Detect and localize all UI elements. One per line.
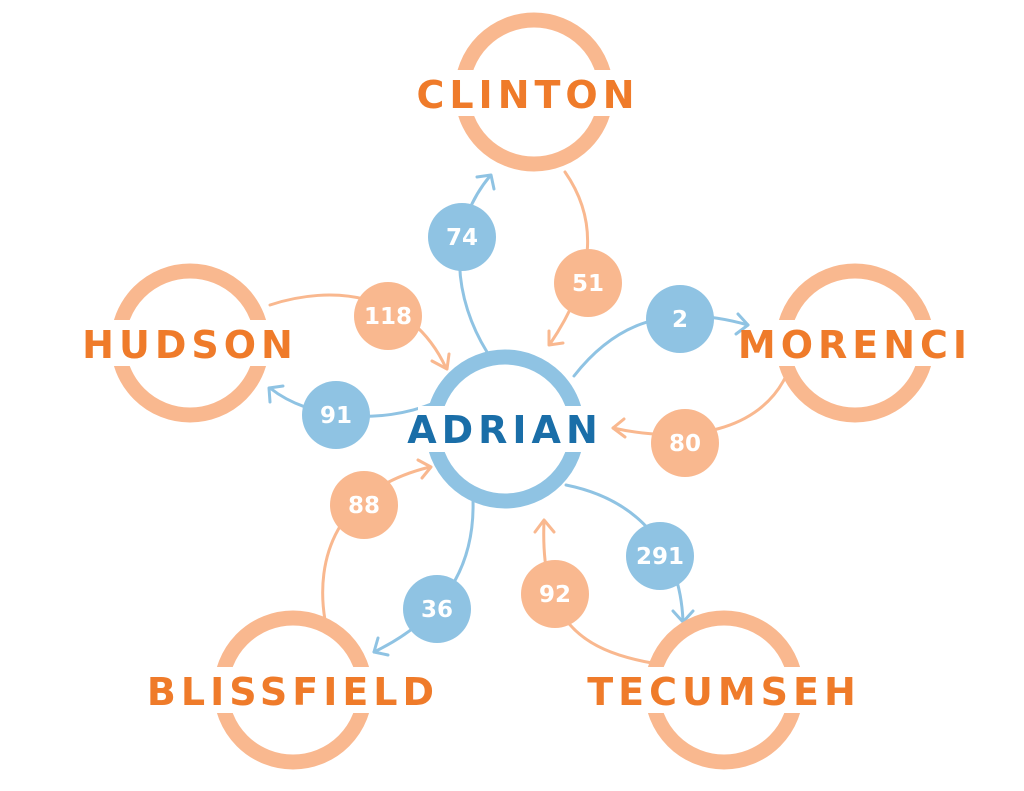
badge-blissfield-to-adrian-value: 88 (348, 493, 380, 519)
town-label-clinton: CLINTON (416, 73, 639, 117)
flow-morenci-to-adrian (611, 374, 788, 437)
badge-tecumseh-to-adrian: 92 (521, 560, 589, 628)
badge-clinton-to-adrian-value: 51 (572, 271, 604, 297)
badge-adrian-to-morenci-value: 2 (672, 307, 688, 333)
arrowhead-adrian-to-blissfield (372, 636, 390, 657)
town-label-hudson: HUDSON (82, 323, 298, 367)
badge-blissfield-to-adrian: 88 (330, 471, 398, 539)
badge-adrian-to-clinton-value: 74 (446, 225, 478, 251)
badge-adrian-to-hudson-value: 91 (320, 403, 352, 429)
badge-hudson-to-adrian-value: 118 (364, 304, 412, 330)
flow-blissfield-to-adrian (321, 465, 432, 622)
arrowhead-adrian-to-morenci (734, 312, 750, 336)
arrowhead-blissfield-to-adrian (416, 458, 433, 480)
badge-morenci-to-adrian: 80 (651, 409, 719, 477)
badge-adrian-to-morenci: 2 (646, 285, 714, 353)
center-label-adrian: ADRIAN (407, 408, 603, 452)
badge-adrian-to-blissfield-value: 36 (421, 597, 453, 623)
badge-hudson-to-adrian: 118 (354, 282, 422, 350)
arrowhead-hudson-to-adrian (430, 352, 451, 371)
badge-morenci-to-adrian-value: 80 (669, 431, 701, 457)
town-label-tecumseh: TECUMSEH (587, 670, 861, 714)
badge-adrian-to-tecumseh-value: 291 (636, 544, 684, 570)
badge-adrian-to-tecumseh: 291 (626, 522, 694, 590)
flow-clinton-to-adrian (548, 170, 590, 346)
town-label-morenci: MORENCI (738, 323, 972, 367)
badge-tecumseh-to-adrian-value: 92 (539, 582, 571, 608)
arrowhead-clinton-to-adrian (547, 329, 565, 347)
arrowhead-adrian-to-hudson (267, 384, 285, 404)
town-label-blissfield: BLISSFIELD (147, 670, 439, 714)
badge-adrian-to-hudson: 91 (302, 381, 370, 449)
flow-adrian-to-morenci (572, 314, 750, 378)
badge-adrian-to-blissfield: 36 (403, 575, 471, 643)
arrowhead-morenci-to-adrian (611, 417, 627, 439)
badge-adrian-to-clinton: 74 (428, 203, 496, 271)
badge-clinton-to-adrian: 51 (554, 249, 622, 317)
arrowhead-adrian-to-clinton (475, 173, 496, 191)
arrowhead-tecumseh-to-adrian (533, 518, 556, 534)
